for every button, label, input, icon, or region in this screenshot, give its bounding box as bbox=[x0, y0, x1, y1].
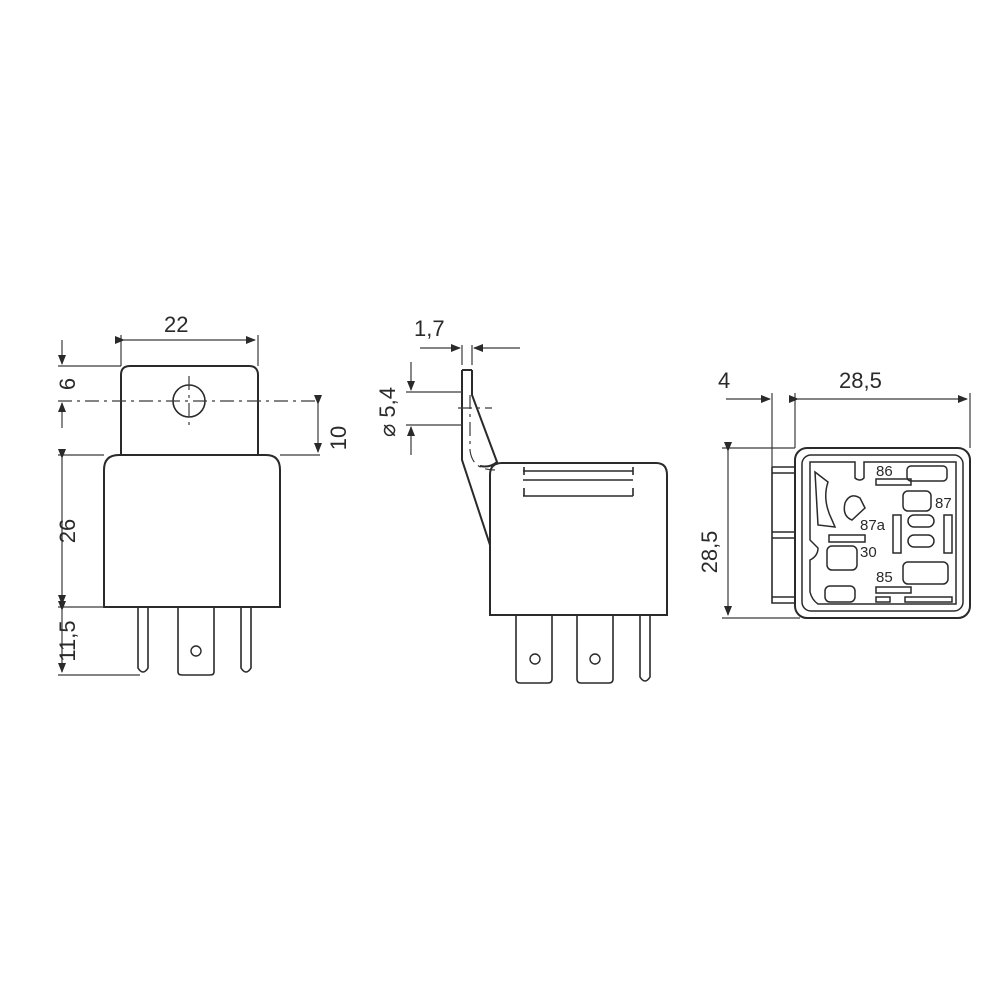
side-pin-1-hole bbox=[529, 653, 541, 665]
terminal-87a bbox=[892, 514, 902, 554]
bottom-bracket bbox=[771, 466, 795, 604]
pin-label-30: 30 bbox=[860, 544, 877, 561]
side-body bbox=[489, 462, 668, 616]
front-pin-left bbox=[137, 607, 149, 673]
polarity-key bbox=[814, 470, 837, 528]
dim-label-width: 22 bbox=[164, 312, 188, 337]
dim-label-1-7: 1,7 bbox=[414, 316, 445, 341]
bottom-housing-outer bbox=[794, 447, 971, 619]
dim-label-width-28-5: 28,5 bbox=[839, 368, 882, 393]
pin-label-86: 86 bbox=[876, 463, 893, 480]
socket-87 bbox=[902, 490, 932, 512]
bottom-inner-contour bbox=[809, 461, 957, 605]
pin-label-87: 87 bbox=[935, 495, 952, 512]
dim-label-11-5: 11,5 bbox=[55, 620, 80, 661]
front-bracket bbox=[120, 365, 259, 455]
socket-87a-1 bbox=[907, 514, 935, 528]
terminal-85 bbox=[875, 586, 912, 594]
socket-86 bbox=[906, 465, 948, 482]
terminal-87 bbox=[943, 514, 953, 554]
front-body bbox=[103, 454, 281, 608]
socket-85 bbox=[902, 561, 949, 585]
dim-label-10: 10 bbox=[326, 426, 351, 450]
front-pin-center bbox=[177, 607, 215, 676]
pin-label-87a: 87a bbox=[860, 517, 886, 534]
bottom-housing-inner bbox=[801, 454, 964, 612]
socket-bottom bbox=[824, 585, 856, 603]
side-pin-1 bbox=[515, 615, 553, 684]
side-view: 1,7 ⌀ 5,4 bbox=[375, 316, 668, 684]
diode-feature bbox=[843, 495, 866, 521]
terminal-86 bbox=[875, 478, 912, 486]
dim-label-diameter: ⌀ 5,4 bbox=[375, 387, 400, 437]
dim-label-26: 26 bbox=[55, 519, 80, 543]
slot-bottom-2 bbox=[904, 596, 953, 603]
pin-label-85: 85 bbox=[876, 569, 893, 586]
slot-bottom-1 bbox=[875, 596, 891, 603]
front-view: 22 6 10 26 11,5 bbox=[55, 312, 351, 676]
side-bracket-hidden bbox=[469, 395, 496, 471]
side-pin-3 bbox=[639, 615, 651, 682]
side-rib-1 bbox=[523, 467, 634, 481]
front-pin-right bbox=[240, 607, 252, 673]
dim-label-6: 6 bbox=[55, 378, 80, 390]
socket-87a-2 bbox=[907, 534, 935, 548]
side-pin-2 bbox=[576, 615, 614, 684]
socket-30 bbox=[826, 545, 858, 571]
bottom-view: 86 87 87a 30 85 4 28,5 28,5 bbox=[697, 368, 971, 619]
front-pin-hole bbox=[190, 645, 202, 657]
terminal-30 bbox=[828, 534, 866, 543]
side-bracket bbox=[461, 369, 499, 546]
side-rib-2 bbox=[523, 488, 634, 497]
side-pin-2-hole bbox=[589, 653, 601, 665]
dim-label-height-28-5: 28,5 bbox=[697, 531, 722, 574]
dim-label-4: 4 bbox=[718, 368, 730, 393]
